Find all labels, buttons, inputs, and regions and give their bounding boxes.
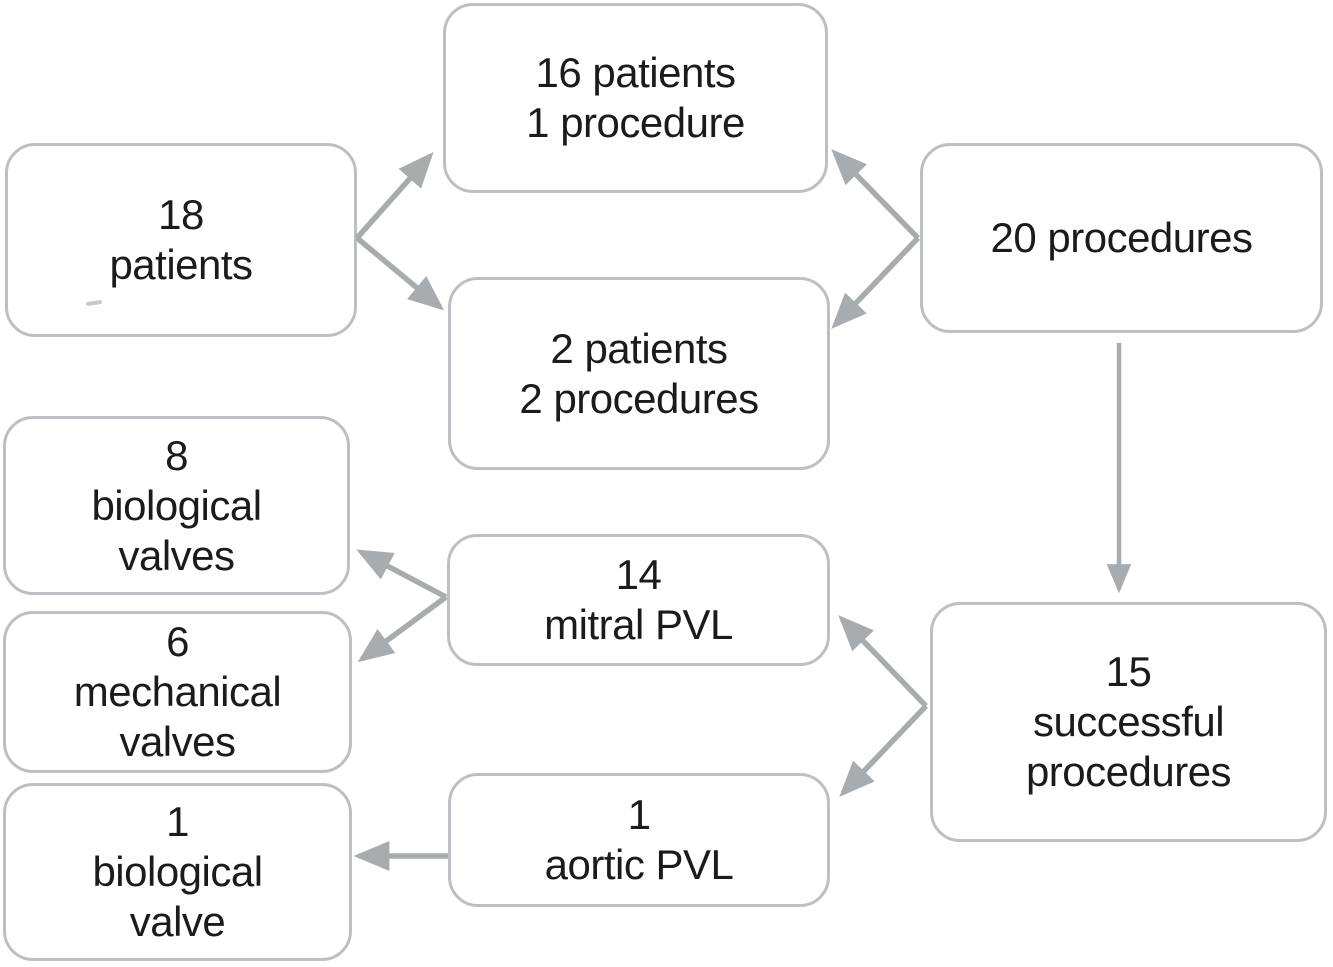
arrow-20procedures-to-16patients: [831, 149, 920, 240]
arrow-14mitral-to-8biological: [356, 549, 448, 600]
arrow-18patients-to-16patients: [354, 151, 434, 240]
node-1-aortic-pvl-label: 1 aortic PVL: [544, 791, 734, 888]
arrow-20procedures-to-2patients: [831, 236, 920, 329]
node-2-patients-2-procedures: 2 patients 2 procedures: [448, 277, 830, 470]
node-8-biological-valves-label: 8 biological valves: [91, 431, 262, 579]
node-14-mitral-pvl: 14 mitral PVL: [447, 534, 830, 666]
node-16-patients-1-procedure: 16 patients 1 procedure: [443, 3, 828, 193]
node-15-successful-procedures-label: 15 successful procedures: [1025, 648, 1232, 795]
node-15-successful-procedures: 15 successful procedures: [930, 602, 1327, 842]
node-1-biological-valve-label: 1 biological valve: [92, 798, 263, 945]
node-6-mechanical-valves-label: 6 mechanical valves: [73, 618, 282, 765]
arrow-15successful-to-14mitral: [838, 615, 928, 708]
node-1-biological-valve: 1 biological valve: [3, 783, 352, 961]
node-2-patients-2-procedures-label: 2 patients 2 procedures: [519, 324, 759, 422]
node-16-patients-1-procedure-label: 16 patients 1 procedure: [526, 49, 745, 146]
node-1-aortic-pvl: 1 aortic PVL: [448, 773, 830, 907]
node-18-patients: 18 patients: [5, 143, 357, 337]
arrow-18patients-to-2patients: [355, 235, 445, 311]
node-20-procedures: 20 procedures: [920, 143, 1323, 333]
arrow-14mitral-to-6mechanical: [357, 594, 448, 663]
node-8-biological-valves: 8 biological valves: [3, 416, 350, 595]
arrow-15successful-to-1aortic: [839, 704, 928, 797]
node-14-mitral-pvl-label: 14 mitral PVL: [544, 551, 733, 648]
node-18-patients-label: 18 patients: [109, 191, 253, 288]
node-6-mechanical-valves: 6 mechanical valves: [3, 611, 352, 773]
node-20-procedures-label: 20 procedures: [990, 214, 1253, 261]
